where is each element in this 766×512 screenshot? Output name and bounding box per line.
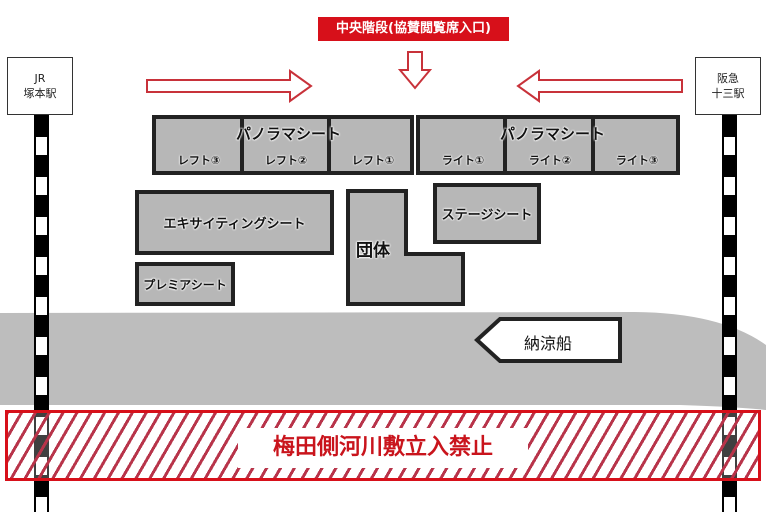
station-name: 塚本駅 bbox=[23, 87, 57, 100]
premier-seat[interactable]: プレミアシート bbox=[135, 262, 235, 306]
group-seat[interactable] bbox=[345, 188, 469, 308]
panorama-right-title: パノラマシート bbox=[500, 125, 606, 143]
section-left-1[interactable]: レフト① bbox=[351, 154, 395, 167]
exciting-seat-label: エキサイティングシート bbox=[163, 217, 306, 232]
arrow-left-icon bbox=[516, 69, 683, 103]
exciting-seat[interactable]: エキサイティングシート bbox=[135, 190, 334, 255]
panorama-left-title: パノラマシート bbox=[236, 125, 342, 143]
station-line: JR bbox=[34, 72, 46, 85]
no-entry-label: 梅田側河川敷立入禁止 bbox=[238, 428, 528, 468]
stage-seat[interactable]: ステージシート bbox=[433, 183, 541, 244]
station-line: 阪急 bbox=[717, 72, 739, 85]
entrance-label: 中央階段(協賛閲覧席入口) bbox=[318, 17, 509, 41]
group-seat-label: 団体 bbox=[356, 241, 390, 261]
premier-seat-label: プレミアシート bbox=[143, 277, 227, 292]
section-right-1[interactable]: ライト① bbox=[441, 154, 485, 167]
station-hankyu-juso: 阪急 十三駅 bbox=[695, 57, 761, 115]
section-left-3[interactable]: レフト③ bbox=[177, 154, 221, 167]
station-name: 十三駅 bbox=[711, 87, 745, 100]
panorama-left[interactable]: パノラマシート レフト③ レフト② レフト① bbox=[152, 115, 414, 175]
boat-label: 納涼船 bbox=[524, 334, 573, 353]
boat-icon[interactable] bbox=[472, 316, 624, 366]
section-right-3[interactable]: ライト③ bbox=[615, 154, 659, 167]
panorama-right[interactable]: パノラマシート ライト① ライト② ライト③ bbox=[416, 115, 680, 175]
station-jr-tsukamoto: JR 塚本駅 bbox=[7, 57, 73, 115]
section-right-2[interactable]: ライト② bbox=[528, 154, 572, 167]
section-left-2[interactable]: レフト② bbox=[264, 154, 308, 167]
arrow-down-icon bbox=[398, 51, 432, 90]
stage-seat-label: ステージシート bbox=[441, 208, 533, 223]
arrow-right-icon bbox=[146, 69, 313, 103]
